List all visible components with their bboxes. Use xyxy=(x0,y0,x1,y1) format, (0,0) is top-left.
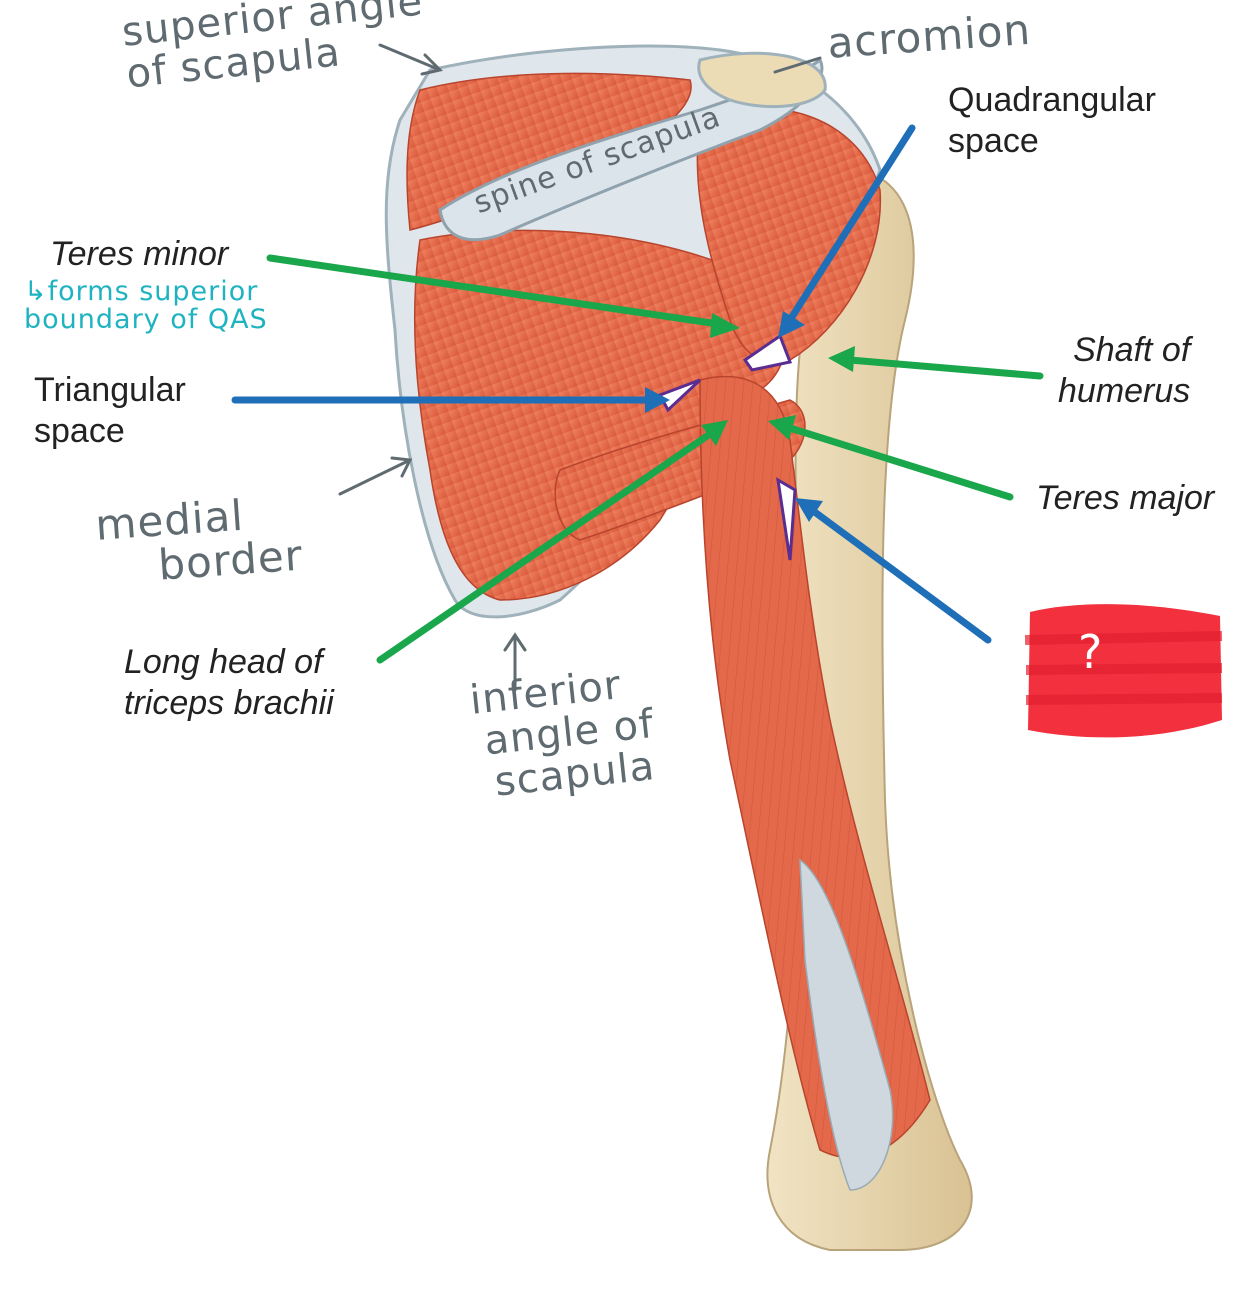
shaft-of-humerus-label: Shaft of humerus xyxy=(1058,330,1190,412)
medial-border-label: medial border xyxy=(94,490,305,592)
triangular-interval-arrow xyxy=(808,506,992,644)
shaft-label-line1: Shaft of xyxy=(1073,331,1191,369)
blue-arrows xyxy=(231,124,992,644)
long-head-arrow xyxy=(376,430,714,664)
hidden-answer-mark: ? xyxy=(1078,625,1104,679)
green-arrows xyxy=(266,254,1044,664)
handwritten-arrows xyxy=(338,43,822,692)
shaft-of-humerus-arrow xyxy=(846,356,1044,380)
deltoid-muscle xyxy=(696,107,882,364)
triangular-label-line1: Triangular xyxy=(34,371,186,409)
triceps-tendon xyxy=(799,858,894,1191)
superior-angle-arrow xyxy=(378,43,443,76)
quadrangular-label-line2: space xyxy=(948,121,1039,160)
quadrangular-space xyxy=(742,333,793,372)
long-head-label-line1: Long head of xyxy=(124,643,323,681)
long-head-triceps-label: Long head of triceps brachii xyxy=(124,642,334,724)
teres-minor-note-line2: boundary of QAS xyxy=(24,304,268,336)
inferior-angle-label: inferior angle of scapula xyxy=(468,661,660,805)
teres-minor-arrow xyxy=(266,254,722,328)
quadrangular-space-label: Quadrangular space xyxy=(948,80,1156,162)
quadrangular-space-arrow xyxy=(786,124,916,324)
triangular-space-label: Triangular space xyxy=(34,370,186,452)
medial-border-arrow xyxy=(338,456,413,496)
inferior-angle-arrow xyxy=(503,632,527,692)
teres-minor-note-line1: ↳forms superior xyxy=(24,276,259,307)
quadrangular-label-line1: Quadrangular xyxy=(948,81,1156,119)
shaft-label-line2: humerus xyxy=(1058,371,1191,410)
triangular-label-line2: space xyxy=(34,411,125,450)
teres-major-arrow xyxy=(786,424,1014,501)
triangular-interval xyxy=(776,477,797,561)
acromion-arrow xyxy=(773,56,822,74)
teres-minor-label: Teres minor xyxy=(50,235,229,273)
redacted-label xyxy=(1024,604,1223,738)
long-head-label-line2: triceps brachii xyxy=(124,683,334,722)
teres-minor-note: ↳forms superior boundary of QAS xyxy=(24,276,268,336)
teres-major-label: Teres major xyxy=(1036,479,1215,517)
